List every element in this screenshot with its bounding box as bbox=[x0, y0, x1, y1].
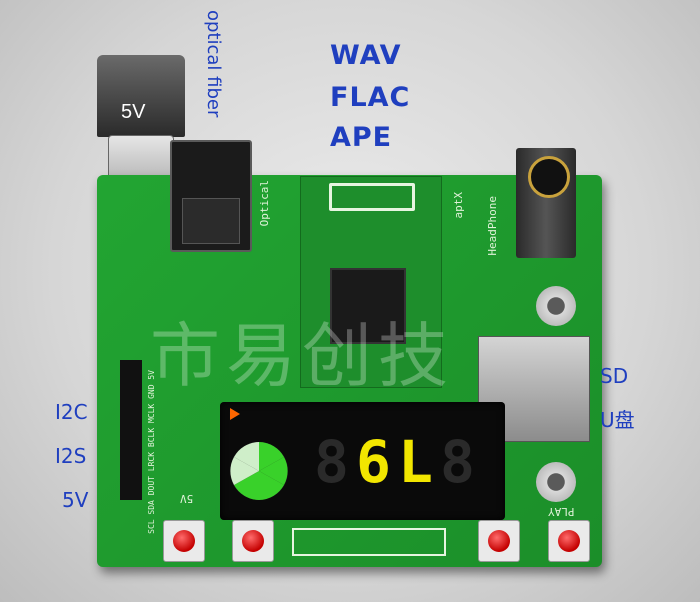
format-flac-label: FLAC bbox=[330, 82, 411, 113]
mounting-hole bbox=[536, 286, 576, 326]
digit-2: 6 bbox=[356, 428, 395, 496]
optical-connector bbox=[170, 140, 252, 252]
digit-4: 8 bbox=[440, 428, 479, 496]
bottom-connector bbox=[292, 528, 446, 556]
mounting-hole bbox=[536, 462, 576, 502]
sd-label: SD bbox=[600, 364, 629, 388]
pin-label: BCLK bbox=[147, 427, 156, 448]
main-chip bbox=[330, 268, 406, 344]
format-wav-label: WAV bbox=[330, 40, 402, 71]
cable-5v-label: 5V bbox=[121, 101, 146, 123]
usb-power-cable: 5V bbox=[97, 55, 185, 137]
play-button[interactable] bbox=[548, 520, 590, 562]
i2s-label: I2S bbox=[55, 444, 87, 468]
button-3[interactable] bbox=[478, 520, 520, 562]
power-5v-silk: 5V bbox=[180, 492, 194, 505]
headphone-silk: HeadPhone bbox=[486, 196, 499, 256]
optical-silk: Optical bbox=[258, 180, 271, 227]
pin-label: MCLK bbox=[147, 403, 156, 424]
pin-header bbox=[120, 360, 142, 500]
pin-label: DOUT bbox=[147, 476, 156, 496]
play-icon bbox=[230, 408, 240, 420]
digit-3: L bbox=[398, 428, 437, 496]
headphone-jack bbox=[516, 148, 576, 258]
led-display: 8 6 L 8 bbox=[220, 402, 505, 520]
digit-1: 8 bbox=[314, 428, 353, 496]
i2c-label: I2C bbox=[55, 400, 88, 424]
button-1[interactable] bbox=[163, 520, 205, 562]
power-5v-label: 5V bbox=[62, 488, 89, 512]
udisk-label: U盘 bbox=[600, 408, 635, 432]
antenna-trace bbox=[329, 183, 415, 211]
aptx-silk: aptX bbox=[452, 192, 465, 219]
pin-label: LRCK bbox=[147, 451, 156, 472]
progress-wheel-icon bbox=[230, 442, 288, 500]
pin-label: SCL bbox=[147, 519, 156, 534]
pin-label: SDA bbox=[147, 500, 156, 515]
play-silk: PLAY bbox=[548, 505, 575, 518]
optical-fiber-label: optical fiber bbox=[203, 10, 224, 118]
format-ape-label: APE bbox=[330, 122, 393, 153]
watermark: 市易创技 bbox=[150, 315, 454, 397]
button-2[interactable] bbox=[232, 520, 274, 562]
